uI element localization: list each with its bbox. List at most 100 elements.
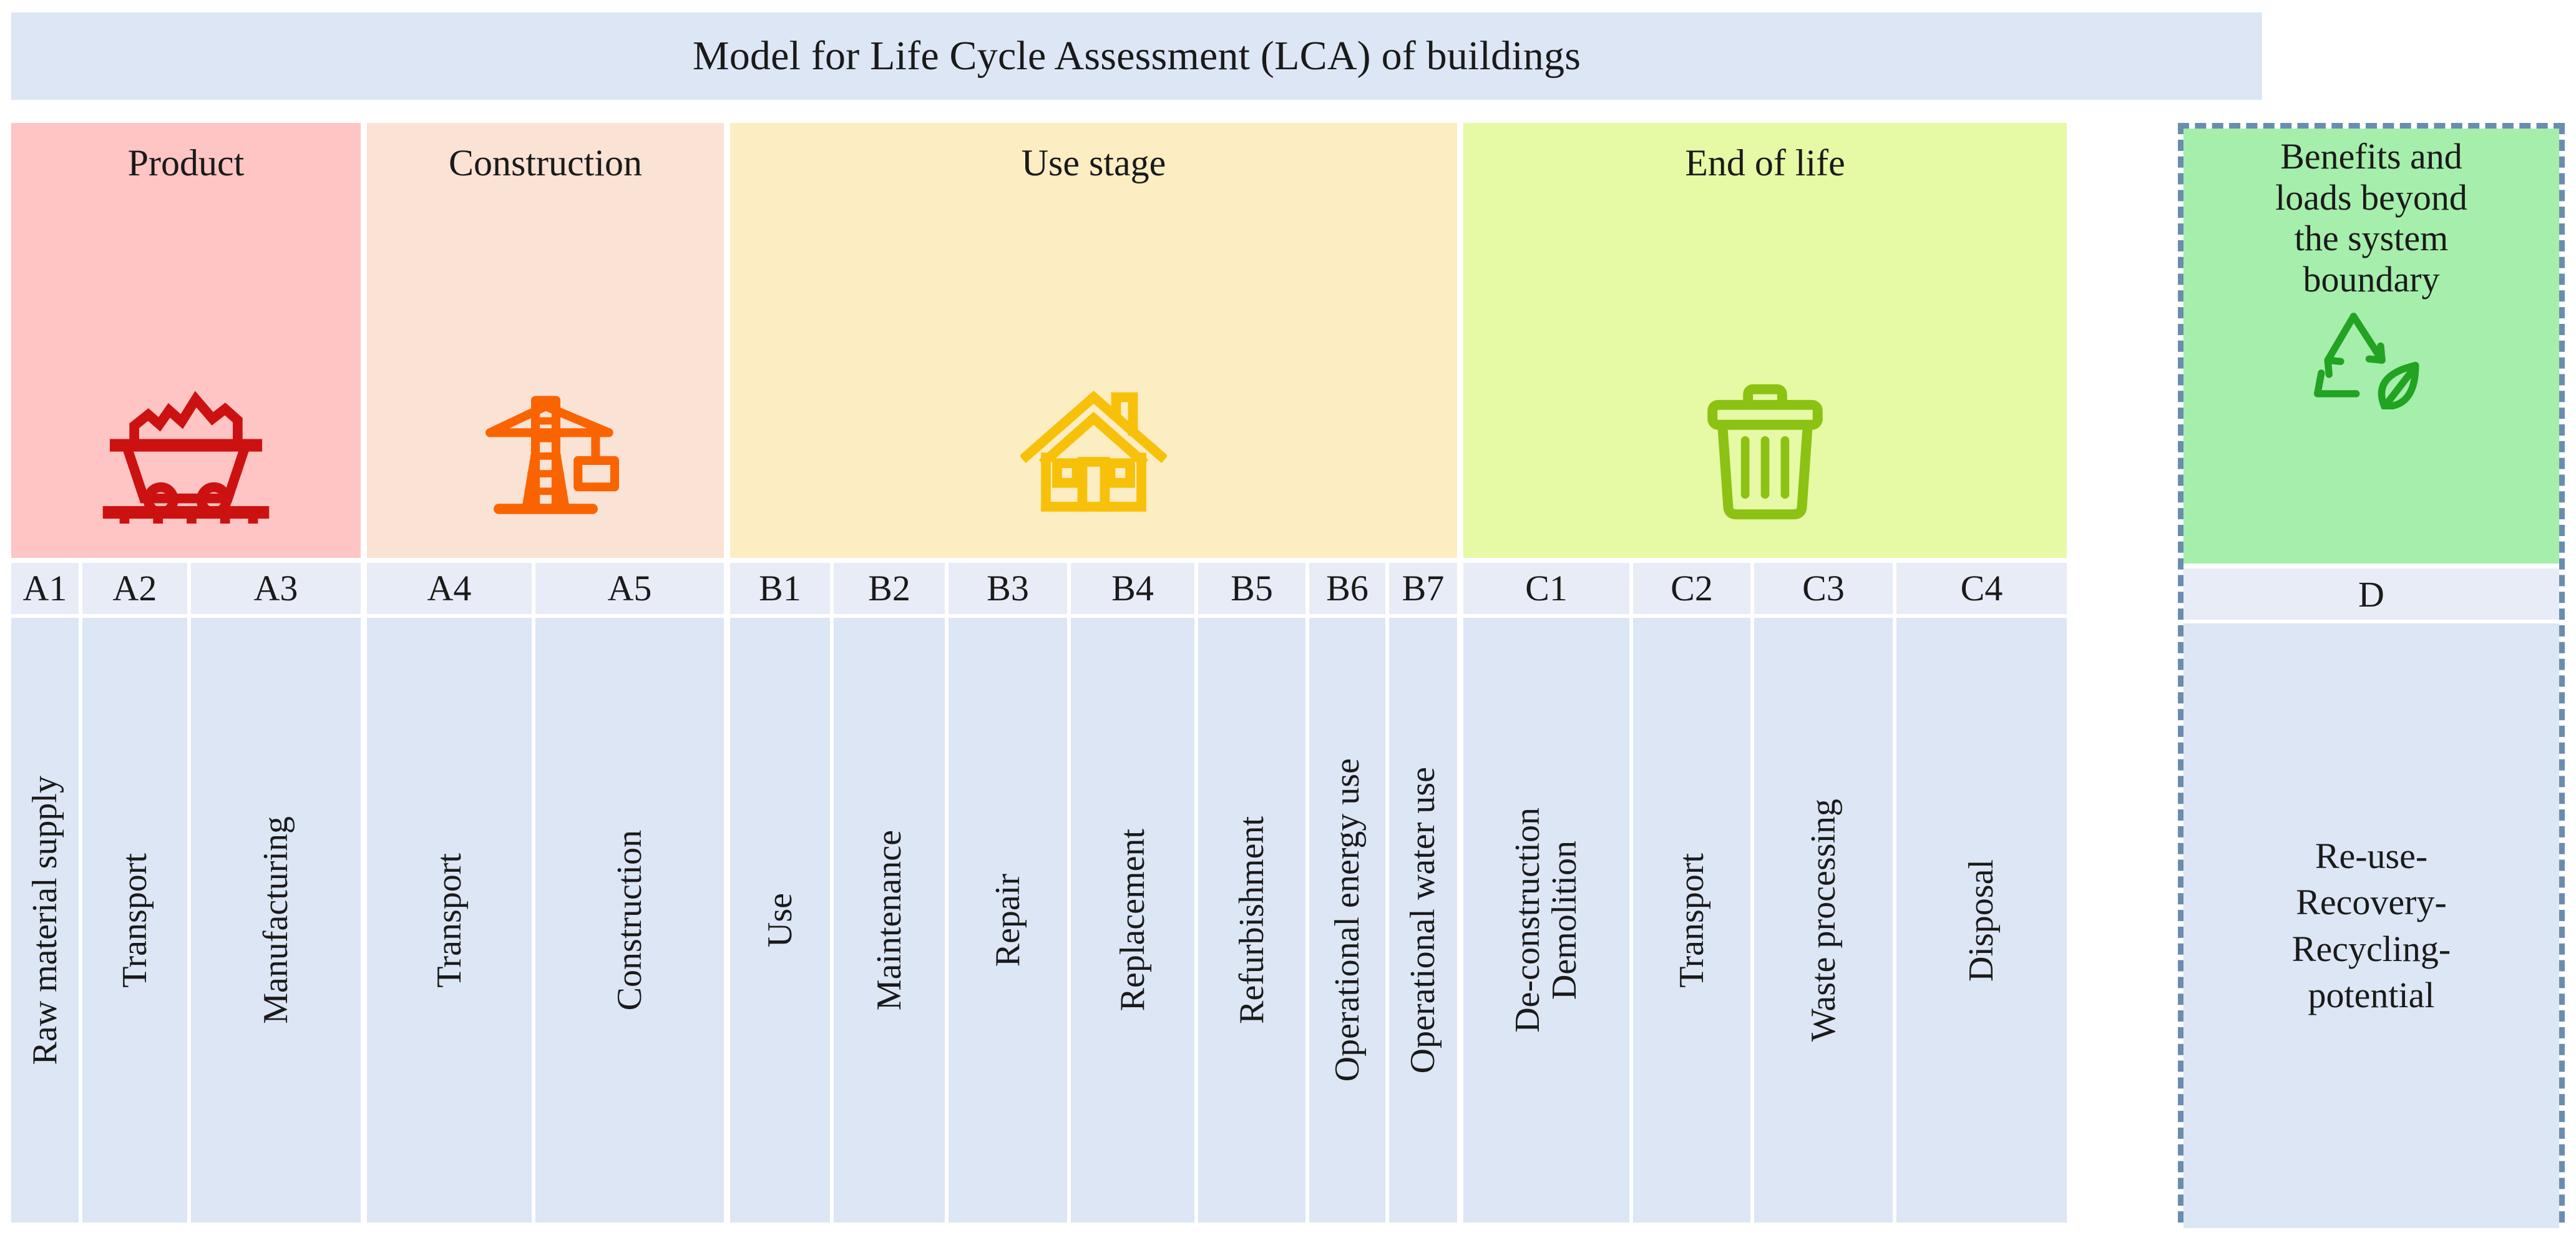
module-label-b2[interactable]: Maintenance: [834, 618, 945, 1223]
module-code-b6[interactable]: B6: [1309, 563, 1385, 614]
module-label-row: Raw material supply Transport Manufactur…: [11, 618, 2067, 1223]
module-label-b7[interactable]: Operational water use: [1389, 618, 1457, 1223]
label-text: Waste processing: [1803, 799, 1843, 1042]
code-text: A3: [253, 568, 298, 608]
code-text: A2: [112, 568, 157, 608]
module-code-row: A1 A2 A3 A4 A5 B1 B2 B3 B4 B5 B6 B7 C1 C…: [11, 563, 2067, 614]
benefits-header: Benefits and loads beyond the system bou…: [2183, 129, 2559, 564]
module-code-a4[interactable]: A4: [367, 563, 532, 614]
label-text: Refurbishment: [1232, 816, 1271, 1024]
module-label-c2[interactable]: Transport: [1633, 618, 1750, 1223]
code-text: B1: [759, 568, 801, 608]
benefits-body-line-1: Re-use-: [2315, 836, 2428, 877]
module-code-c4[interactable]: C4: [1896, 563, 2067, 614]
benefits-body-cell[interactable]: Re-use- Recovery- Recycling- potential: [2183, 623, 2559, 1228]
module-label-a4[interactable]: Transport: [367, 618, 532, 1223]
module-label-a3[interactable]: Manufacturing: [191, 618, 361, 1223]
construction-crane-icon: [367, 123, 724, 558]
code-text: A5: [607, 568, 652, 608]
module-code-b1[interactable]: B1: [730, 563, 830, 614]
module-label-a5[interactable]: Construction: [535, 618, 724, 1223]
label-text: Transport: [1672, 852, 1711, 988]
label-text: Transport: [429, 852, 469, 988]
label-text: Construction: [610, 829, 649, 1011]
benefits-body-line-3: Recycling-: [2291, 928, 2451, 969]
label-text: Maintenance: [869, 829, 909, 1011]
label-text: Disposal: [1962, 859, 2001, 982]
stage-icon-row: [11, 123, 2067, 558]
benefits-module-d: Benefits and loads beyond the system bou…: [2178, 123, 2565, 1228]
code-text: C4: [1960, 568, 2003, 608]
stage-label-text: End of life: [1685, 142, 1845, 183]
module-label-b3[interactable]: Repair: [949, 618, 1067, 1223]
module-label-c4[interactable]: Disposal: [1896, 618, 2067, 1223]
module-label-b5[interactable]: Refurbishment: [1198, 618, 1305, 1223]
label-text: Manufacturing: [256, 816, 295, 1024]
module-code-b2[interactable]: B2: [834, 563, 945, 614]
benefits-body-line-4: potential: [2308, 974, 2435, 1015]
stage-block-construction: [367, 123, 724, 558]
module-label-a1[interactable]: Raw material supply: [11, 618, 79, 1223]
label-text: Use: [760, 892, 799, 948]
code-text: B5: [1231, 568, 1273, 608]
module-code-b5[interactable]: B5: [1198, 563, 1305, 614]
code-text: B4: [1111, 568, 1154, 608]
label-text: De-construction: [1508, 808, 1548, 1033]
stage-label-text: Product: [127, 142, 245, 183]
code-text: A1: [22, 568, 67, 608]
stage-label-text: Construction: [449, 142, 642, 183]
stage-block-use: [730, 123, 1457, 558]
module-code-a3[interactable]: A3: [191, 563, 361, 614]
code-text: A4: [427, 568, 472, 608]
module-label-c1[interactable]: De-construction Demolition: [1463, 618, 1629, 1223]
stage-block-product: [11, 123, 361, 558]
recycle-leaf-icon: [2305, 303, 2439, 412]
mining-cart-icon: [11, 123, 361, 558]
stage-label-use: Use stage: [730, 123, 1457, 212]
benefits-title-line-2: loads beyond: [2275, 177, 2467, 218]
label-text: Raw material supply: [25, 775, 64, 1065]
module-label-b1[interactable]: Use: [730, 618, 830, 1223]
module-code-a1[interactable]: A1: [11, 563, 79, 614]
label-text-secondary: Demolition: [1545, 840, 1584, 1000]
stage-label-endoflife: End of life: [1463, 123, 2067, 212]
module-code-a2[interactable]: A2: [82, 563, 187, 614]
code-text: C2: [1671, 568, 1713, 608]
module-code-c2[interactable]: C2: [1633, 563, 1750, 614]
stage-label-product: Product: [11, 123, 361, 212]
label-text: Replacement: [1113, 829, 1152, 1012]
module-label-c3[interactable]: Waste processing: [1754, 618, 1893, 1223]
module-code-c1[interactable]: C1: [1463, 563, 1629, 614]
benefits-title-line-4: boundary: [2303, 258, 2440, 300]
stage-label-row: Product Construction Use stage End of li…: [11, 123, 2067, 212]
benefits-code-cell[interactable]: D: [2183, 569, 2559, 620]
code-text: B7: [1402, 568, 1445, 608]
module-label-b4[interactable]: Replacement: [1071, 618, 1194, 1223]
label-text: Operational water use: [1403, 766, 1443, 1074]
code-text: B3: [987, 568, 1029, 608]
module-label-b6[interactable]: Operational energy use: [1309, 618, 1385, 1223]
benefits-title-line-3: the system: [2294, 218, 2449, 259]
module-code-b3[interactable]: B3: [949, 563, 1067, 614]
module-label-a2[interactable]: Transport: [82, 618, 187, 1223]
module-code-b4[interactable]: B4: [1071, 563, 1194, 614]
label-text: Operational energy use: [1327, 758, 1367, 1082]
module-code-b7[interactable]: B7: [1389, 563, 1457, 614]
code-text: C1: [1525, 568, 1568, 608]
label-text: Repair: [988, 873, 1027, 967]
module-code-a5[interactable]: A5: [535, 563, 724, 614]
trash-bin-icon: [1463, 123, 2067, 558]
code-text: B2: [868, 568, 910, 608]
diagram-title-bar: Model for Life Cycle Assessment (LCA) of…: [11, 12, 2262, 100]
benefits-body-line-2: Recovery-: [2296, 882, 2447, 923]
house-icon: [730, 123, 1457, 558]
lca-stage-grid: Product Construction Use stage End of li…: [11, 123, 2067, 1223]
stage-label-text: Use stage: [1021, 142, 1166, 183]
code-text: D: [2358, 574, 2384, 615]
code-text: B6: [1326, 568, 1368, 608]
page-title: Model for Life Cycle Assessment (LCA) of…: [692, 33, 1581, 79]
benefits-title-line-1: Benefits and: [2280, 136, 2462, 177]
label-text: Transport: [115, 852, 154, 988]
module-code-c3[interactable]: C3: [1754, 563, 1893, 614]
